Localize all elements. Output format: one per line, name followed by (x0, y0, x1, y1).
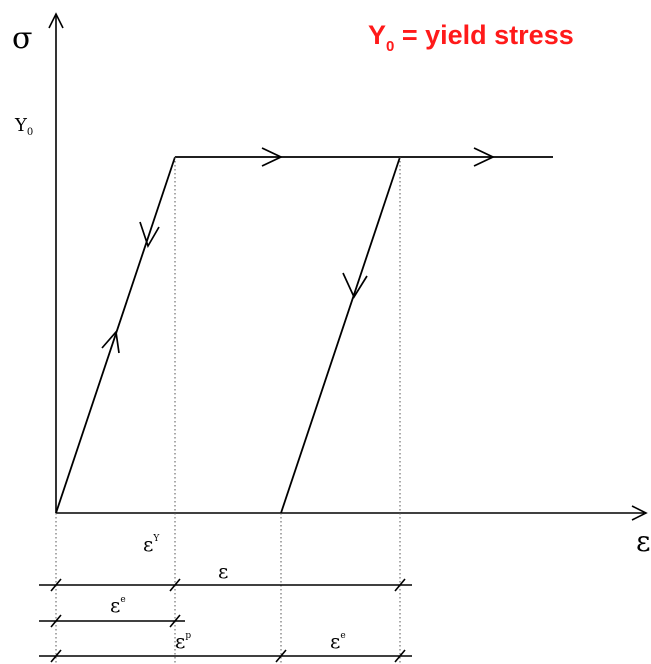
y-axis-arrowhead (48, 12, 64, 29)
x-axis-arrowhead (631, 505, 648, 521)
plastic-strain-label: εp (175, 629, 191, 653)
diagram-title: Y0 = yield stress (368, 20, 574, 55)
yield-stress-label: Y0 (14, 115, 33, 138)
plateau-arrow-2 (473, 147, 495, 167)
dimension-total-strain: ε (39, 559, 412, 592)
dimension-plastic-elastic-strain: εp εe (39, 629, 412, 663)
elastic-strain-label: εe (110, 593, 126, 617)
elastic-loading-line (55, 156, 176, 514)
loading-up-arrow (101, 330, 120, 354)
x-axis-label: ε (636, 525, 651, 558)
title-y-subscript: 0 (386, 38, 394, 55)
unloading-line (280, 156, 401, 514)
plateau-arrow-1 (261, 147, 283, 167)
dimension-elastic-strain: εe (39, 593, 185, 628)
unloading-down-arrow-right (342, 272, 368, 299)
total-strain-label: ε (218, 559, 228, 583)
unloading-down-arrow-left (139, 221, 160, 249)
recovered-elastic-strain-label: εe (330, 629, 346, 653)
title-y: Y (368, 20, 386, 50)
title-rest: = yield stress (394, 20, 573, 50)
y-axis-label: σ (12, 21, 32, 56)
yield-strain-label: εY (143, 532, 160, 556)
